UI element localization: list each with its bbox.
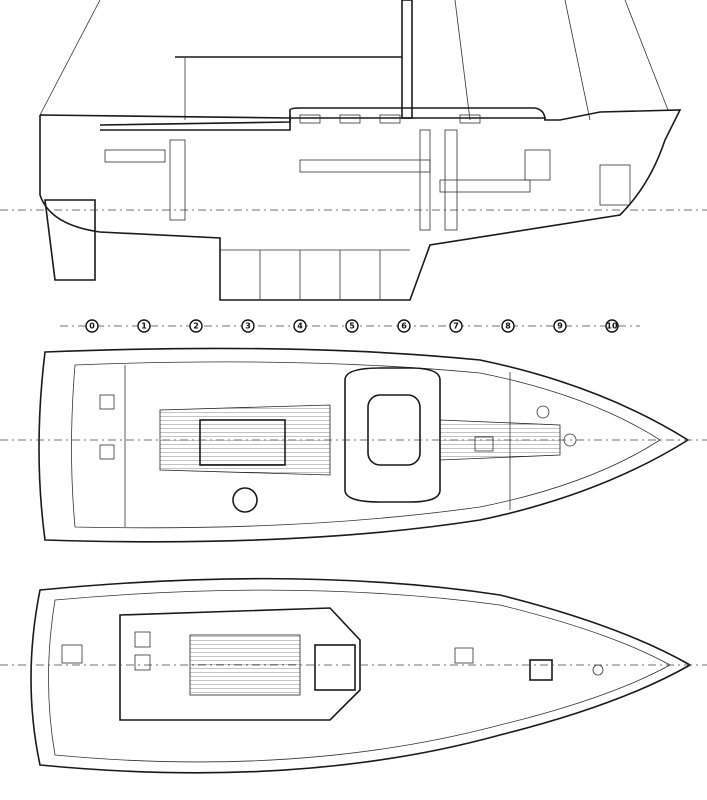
cockpit-coaming [119, 607, 361, 721]
station-label: 5 [349, 322, 355, 331]
deck-plan [0, 577, 707, 774]
saloon-table [367, 394, 421, 466]
cabin-sole [159, 404, 331, 476]
station-label: 3 [245, 322, 251, 331]
station-label: 6 [401, 322, 407, 331]
station-marker-circle [449, 319, 463, 333]
shroud [454, 0, 471, 121]
station-marker-circle [293, 319, 307, 333]
station-label: 8 [505, 322, 511, 331]
profile-view [0, 0, 707, 301]
forehatch [529, 659, 553, 681]
station-marker-circle [137, 319, 151, 333]
companionway [314, 644, 356, 691]
hull-profile [39, 109, 682, 301]
station-marker-circle [553, 319, 567, 333]
forestay [564, 0, 591, 121]
hull-deck [30, 577, 692, 774]
station-marker-circle [189, 319, 203, 333]
mast [401, 0, 413, 119]
station-marker-circle [605, 319, 619, 333]
station-label: 1 [141, 322, 147, 331]
station-label: 9 [557, 322, 563, 331]
backstay [39, 0, 101, 116]
station-marker-circle [501, 319, 515, 333]
cabin-trunk [289, 107, 546, 121]
station-marker-circle [345, 319, 359, 333]
saloon-settee [344, 367, 441, 503]
station-label: 7 [453, 322, 459, 331]
hull-plan [38, 347, 690, 543]
station-marker-circle [85, 319, 99, 333]
accommodation-plan [0, 347, 707, 543]
station-label: 10 [606, 322, 618, 331]
cockpit-grating [189, 634, 301, 696]
station-label: 4 [297, 322, 303, 331]
headstay [624, 0, 669, 111]
station-label: 2 [193, 322, 199, 331]
rudder [44, 199, 96, 281]
table [199, 419, 286, 466]
station-marker-circle [241, 319, 255, 333]
station-marker-circle [397, 319, 411, 333]
station-label: 0 [89, 322, 95, 331]
station-markers: 0 1 2 3 4 5 6 7 8 9 10 [85, 319, 619, 333]
